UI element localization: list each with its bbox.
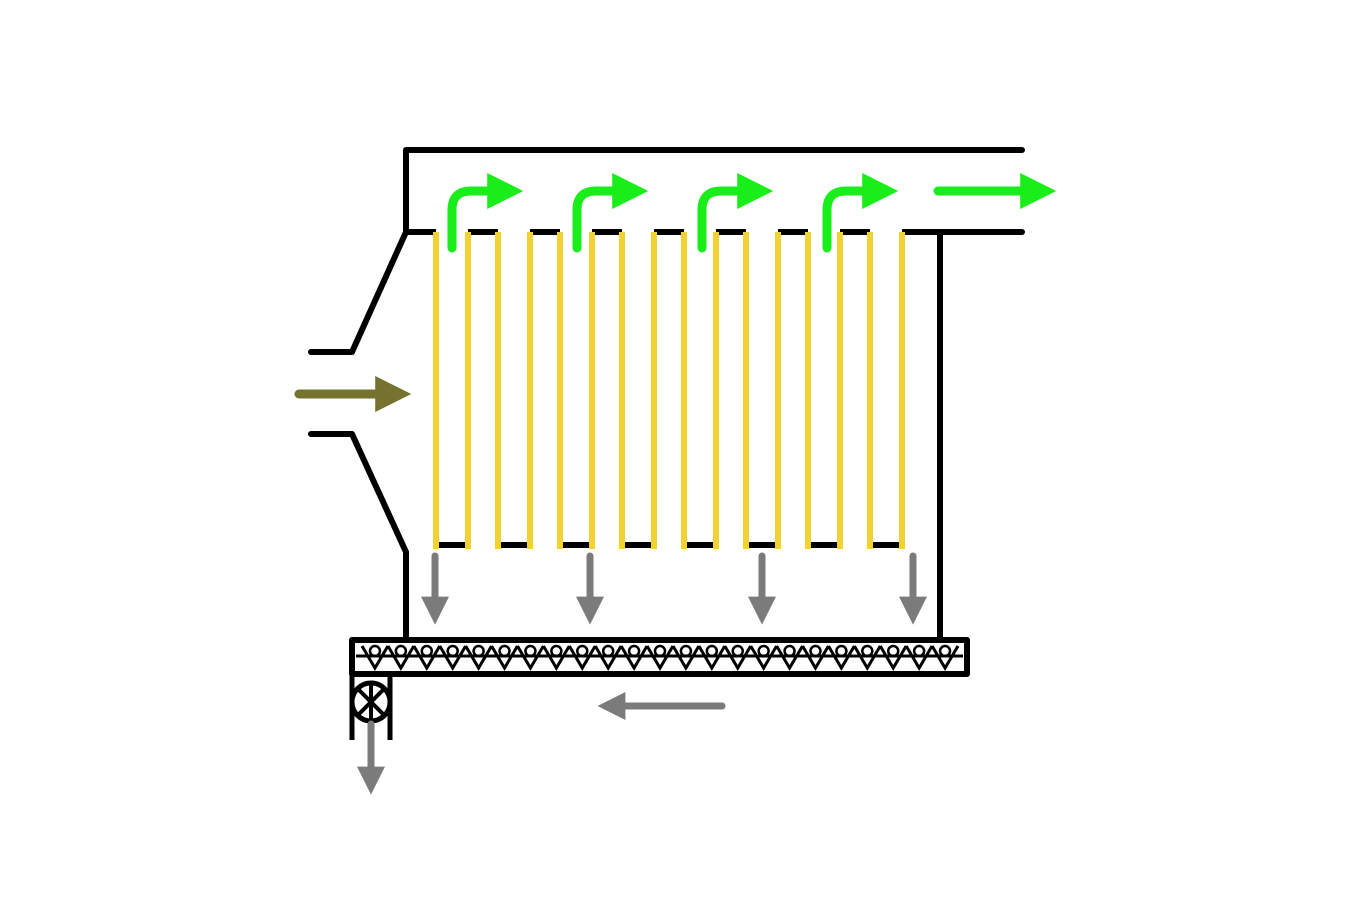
conveyor-flight [360,645,390,671]
conveyor-flight-loop [731,644,744,658]
conveyor-flight-loop [601,644,615,658]
conveyor-flight-loop [757,644,770,658]
conveyor-flight [464,645,493,671]
conveyor-flight-loop [627,644,641,658]
conveyor-flight-loop [886,644,900,658]
conveyor-flight [542,645,571,671]
conveyor-flight-loop [679,644,693,658]
filter-bags [433,232,905,549]
conveyor-flight-loop [394,644,408,658]
conveyor-flight [878,645,908,671]
conveyor-flight-loop [653,644,667,658]
conveyor-flight [593,645,623,671]
conveyor-flight [904,645,934,671]
conveyor-flight-loop [861,644,874,658]
conveyor-flight [386,645,416,671]
rotary-valve-icon [349,674,393,740]
inlet-upper-wall [308,229,409,355]
conveyor-flight [438,645,467,671]
conveyor-flight-loop [835,644,848,658]
conveyor-flight [723,645,752,671]
conveyor-flight-loop [809,644,822,658]
conveyor-flight [853,645,882,671]
clean-gas-flow-arrow-icon [572,173,649,253]
conveyor-flight-loop [783,644,796,658]
screw-conveyor [349,637,970,677]
conveyor-flight-loop [576,644,589,658]
housing [308,147,1025,641]
conveyor-trough [349,637,970,677]
conveyor-flight-loop [446,644,459,658]
conveyor-flight [697,645,727,671]
conveyor-flight [801,645,830,671]
conveyor-flight-loop [498,644,511,658]
conveyor-flight-loop [705,644,719,658]
clean-gas-flow-arrow-icon [697,173,774,253]
conveyor-flight-loop [368,644,382,658]
conveyor-flight [749,645,778,671]
conveyor-flight-loop [550,644,563,658]
conveyor-flight [827,645,856,671]
clean-gas-flow-arrows [447,173,899,253]
conveyor-flight [412,645,442,671]
conveyor-flight [645,645,675,671]
outlet-duct-top-wall [403,147,1025,235]
conveyor-flights [360,644,960,671]
inlet-lower-wall [308,431,409,641]
conveyor-flight [775,645,804,671]
conveyor-flight [490,645,519,671]
conveyor-flight-loop [912,644,926,658]
conveyor-flight-loop [420,644,434,658]
conveyor-flight-loop [472,644,485,658]
conveyor-flight-loop [524,644,537,658]
conveyor-flight-loop [938,644,952,658]
conveyor-flight [516,645,545,671]
conveyor-flight [619,645,649,671]
clean-gas-flow-arrow-icon [447,173,524,253]
conveyor-flight [671,645,701,671]
conveyor-flight [930,645,960,671]
dust-fall-arrows [421,552,927,625]
conveyor-flight [568,645,597,671]
clean-gas-flow-arrow-icon [822,173,899,253]
